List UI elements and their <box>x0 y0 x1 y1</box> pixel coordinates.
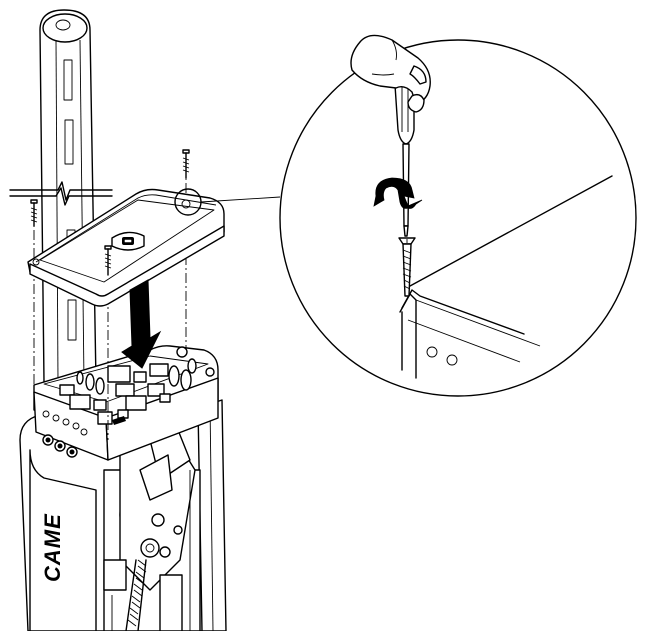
screw-left <box>30 199 38 227</box>
control-unit-box <box>33 345 219 461</box>
break-line <box>9 181 113 206</box>
detail-callout <box>174 39 637 397</box>
mechanism <box>103 429 201 631</box>
brand-label: CAME <box>40 513 65 582</box>
rotate-clockwise-icon <box>373 177 423 209</box>
down-arrow <box>121 279 162 369</box>
detail-view <box>350 34 613 379</box>
circuit-board <box>59 346 215 425</box>
zoom-screw <box>398 237 416 297</box>
screw-top <box>182 149 190 179</box>
hand <box>350 34 431 113</box>
spring <box>125 559 147 631</box>
cover-lid <box>27 188 225 307</box>
screw-center <box>104 245 112 276</box>
